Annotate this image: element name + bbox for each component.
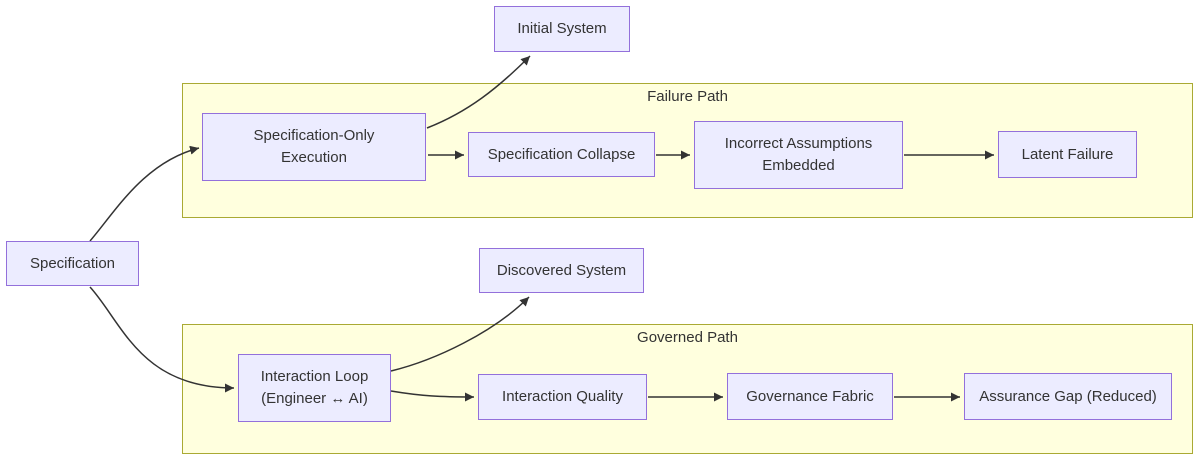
node-governance-fabric: Governance Fabric (727, 373, 893, 420)
node-specification: Specification (6, 241, 139, 286)
node-specification-only-execution: Specification-Only Execution (202, 113, 426, 181)
node-initial-system: Initial System (494, 6, 630, 52)
node-latent-failure: Latent Failure (998, 131, 1137, 178)
node-discovered-system: Discovered System (479, 248, 644, 293)
node-assurance-gap-reduced: Assurance Gap (Reduced) (964, 373, 1172, 420)
node-specification-collapse: Specification Collapse (468, 132, 655, 177)
cluster-governed-path-label: Governed Path (637, 329, 738, 346)
node-incorrect-assumptions-embedded: Incorrect Assumptions Embedded (694, 121, 903, 189)
node-interaction-quality: Interaction Quality (478, 374, 647, 420)
node-interaction-loop: Interaction Loop (Engineer ↔ AI) (238, 354, 391, 422)
cluster-failure-path-label: Failure Path (647, 88, 728, 105)
